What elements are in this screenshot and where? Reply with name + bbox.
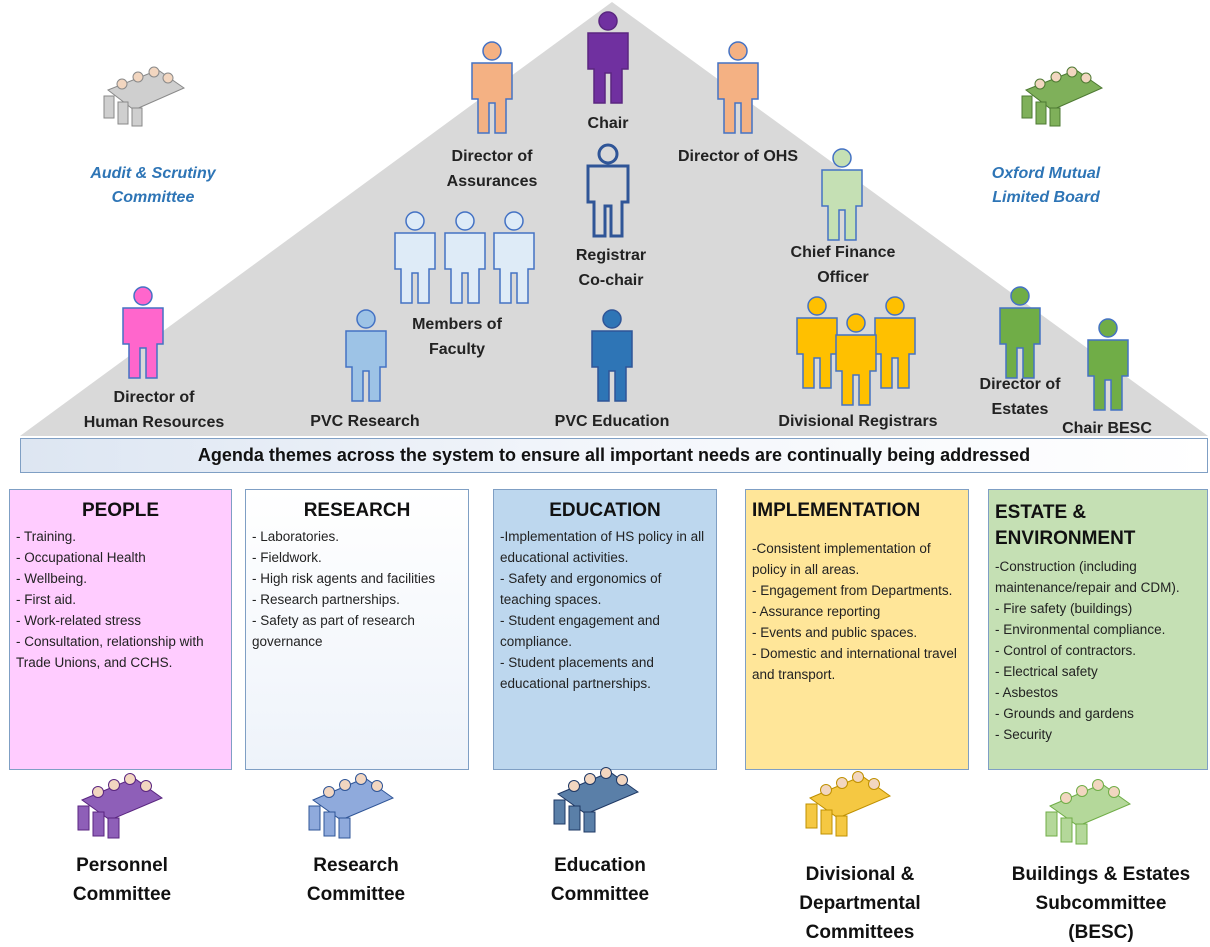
theme-item: - Engagement from Departments. <box>752 583 953 598</box>
div-registrar-person-icon <box>874 296 916 389</box>
theme-item: - Security <box>995 727 1053 742</box>
theme-item: - Domestic and international travel and … <box>752 646 957 682</box>
chair-person-icon <box>587 11 629 104</box>
oxford-mutual-table-icon <box>1021 66 1104 127</box>
theme-box-education: EDUCATION -Implementation of HS policy i… <box>493 489 717 770</box>
director-ohs-label: Director of OHS <box>677 148 798 165</box>
theme-item: - Control of contractors. <box>995 643 1137 658</box>
agenda-themes-banner: Agenda themes across the system to ensur… <box>20 438 1208 473</box>
director-ohs-person-icon <box>717 41 759 134</box>
theme-item: - High risk agents and facilities <box>252 571 436 586</box>
chair-label: Chair <box>587 115 629 132</box>
theme-item: - First aid. <box>16 592 77 607</box>
faculty-person-icon <box>394 211 436 304</box>
theme-item: - Student engagement and compliance. <box>500 613 660 649</box>
research-committee-label: Research Committee <box>306 855 406 905</box>
personnel-committee-label: Personnel Committee <box>72 855 172 905</box>
oxford-mutual-board-label: Oxford Mutual Limited Board <box>991 165 1101 206</box>
theme-box-implementation: IMPLEMENTATION -Consistent implementatio… <box>745 489 969 770</box>
theme-list: -Implementation of HS policy in all educ… <box>500 526 710 694</box>
theme-item: - Fieldwork. <box>252 550 322 565</box>
theme-list: - Laboratories. - Fieldwork. - High risk… <box>252 526 462 652</box>
faculty-label: Members of Faculty <box>412 316 502 358</box>
theme-title: IMPLEMENTATION <box>752 500 921 521</box>
theme-list: - Training. - Occupational Health - Well… <box>16 526 225 673</box>
theme-item: - Safety as part of research governance <box>252 613 415 649</box>
hr-person-icon <box>122 286 164 379</box>
pvc-education-person-icon <box>591 309 633 402</box>
theme-item: -Implementation of HS policy in all educ… <box>500 529 705 565</box>
theme-item: - Work-related stress <box>16 613 142 628</box>
theme-item: - Environmental compliance. <box>995 622 1166 637</box>
faculty-person-icon <box>493 211 535 304</box>
theme-item: - Training. <box>16 529 77 544</box>
theme-title: RESEARCH <box>303 500 411 521</box>
theme-item: - Occupational Health <box>16 550 146 565</box>
theme-box-research: RESEARCH - Laboratories. - Fieldwork. - … <box>245 489 469 770</box>
director-assurances-person-icon <box>471 41 513 134</box>
theme-item: -Construction (including maintenance/rep… <box>995 559 1180 595</box>
personnel-committee-table-icon <box>77 773 164 839</box>
besc-label: Buildings & Estates Subcommittee (BESC) <box>1011 864 1191 943</box>
theme-item: - Student placements and educational par… <box>500 655 654 691</box>
audit-committee-table-icon <box>103 66 186 127</box>
theme-title: EDUCATION <box>549 500 661 521</box>
chair-besc-person-icon <box>1087 318 1129 411</box>
cfo-label: Chief Finance Officer <box>790 244 896 286</box>
research-committee-table-icon <box>308 773 395 839</box>
theme-box-estate-environment: ESTATE & ENVIRONMENT -Construction (incl… <box>988 489 1208 770</box>
pvc-research-person-icon <box>345 309 387 402</box>
div-registrar-person-icon <box>835 313 877 406</box>
cfo-person-icon <box>821 148 863 241</box>
director-estates-person-icon <box>999 286 1041 379</box>
theme-item: -Consistent implementation of policy in … <box>752 541 931 577</box>
theme-title: ESTATE & ENVIRONMENT <box>995 502 1136 549</box>
divisional-committees-table-icon <box>805 771 892 837</box>
theme-item: - Consultation, relationship with Trade … <box>16 634 204 670</box>
divisional-committees-label: Divisional & Departmental Committees <box>799 864 921 943</box>
registrar-person-icon <box>586 143 630 238</box>
theme-item: - Events and public spaces. <box>752 625 918 640</box>
faculty-person-icon <box>444 211 486 304</box>
besc-table-icon <box>1045 779 1132 845</box>
theme-item: - Fire safety (buildings) <box>995 601 1133 616</box>
theme-item: - Research partnerships. <box>252 592 400 607</box>
theme-item: - Assurance reporting <box>752 604 881 619</box>
theme-item: - Wellbeing. <box>16 571 88 586</box>
theme-item: - Asbestos <box>995 685 1059 700</box>
pvc-education-label: PVC Education <box>554 413 670 430</box>
theme-item: - Grounds and gardens <box>995 706 1134 721</box>
education-committee-label: Education Committee <box>550 855 650 905</box>
audit-scrutiny-committee-label: Audit & Scrutiny Committee <box>90 165 216 206</box>
theme-list: -Consistent implementation of policy in … <box>752 538 962 685</box>
chair-besc-label: Chair BESC <box>1062 420 1152 437</box>
theme-item: - Electrical safety <box>995 664 1098 679</box>
education-committee-table-icon <box>553 767 640 833</box>
div-registrar-person-icon <box>796 296 838 389</box>
div-registrars-label: Divisional Registrars <box>778 413 938 430</box>
theme-box-people: PEOPLE - Training. - Occupational Health… <box>9 489 232 770</box>
theme-item: - Laboratories. <box>252 529 340 544</box>
theme-item: - Safety and ergonomics of teaching spac… <box>500 571 662 607</box>
director-estates-label: Director of Estates <box>979 376 1061 418</box>
hr-label: Director of Human Resources <box>83 389 225 431</box>
theme-title: PEOPLE <box>81 500 160 521</box>
theme-list: -Construction (including maintenance/rep… <box>995 556 1201 745</box>
registrar-label: Registrar Co-chair <box>575 247 647 289</box>
director-assurances-label: Director of Assurances <box>446 148 538 190</box>
pvc-research-label: PVC Research <box>310 413 420 430</box>
